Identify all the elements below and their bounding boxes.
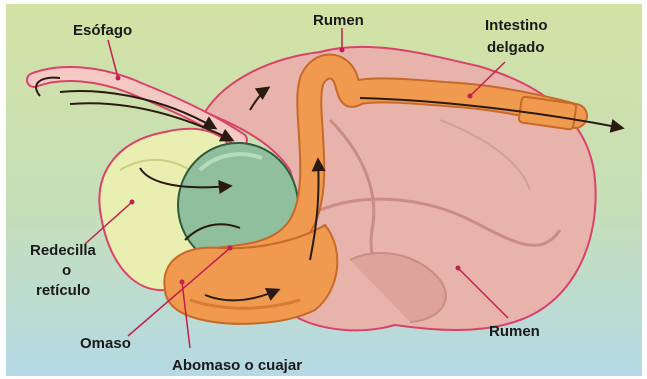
label-esofago: Esófago	[73, 22, 132, 39]
label-abomaso: Abomaso o cuajar	[172, 357, 302, 374]
dot-rumen-top	[340, 48, 345, 53]
label-omaso: Omaso	[80, 335, 131, 352]
dot-rumen-bottom	[456, 266, 461, 271]
label-rumen-bottom: Rumen	[489, 323, 540, 340]
label-intestino-1: Intestino	[485, 17, 548, 34]
label-redecilla-1: Redecilla	[30, 242, 97, 259]
dot-intestino	[468, 94, 473, 99]
label-redecilla-3: retículo	[36, 282, 90, 299]
label-rumen-top: Rumen	[313, 12, 364, 29]
dot-omaso	[228, 246, 233, 251]
label-intestino-2: delgado	[487, 39, 545, 56]
label-redecilla-2: o	[62, 262, 71, 279]
dot-esofago	[116, 76, 121, 81]
dot-redecilla	[130, 200, 135, 205]
dot-abomaso	[180, 280, 185, 285]
